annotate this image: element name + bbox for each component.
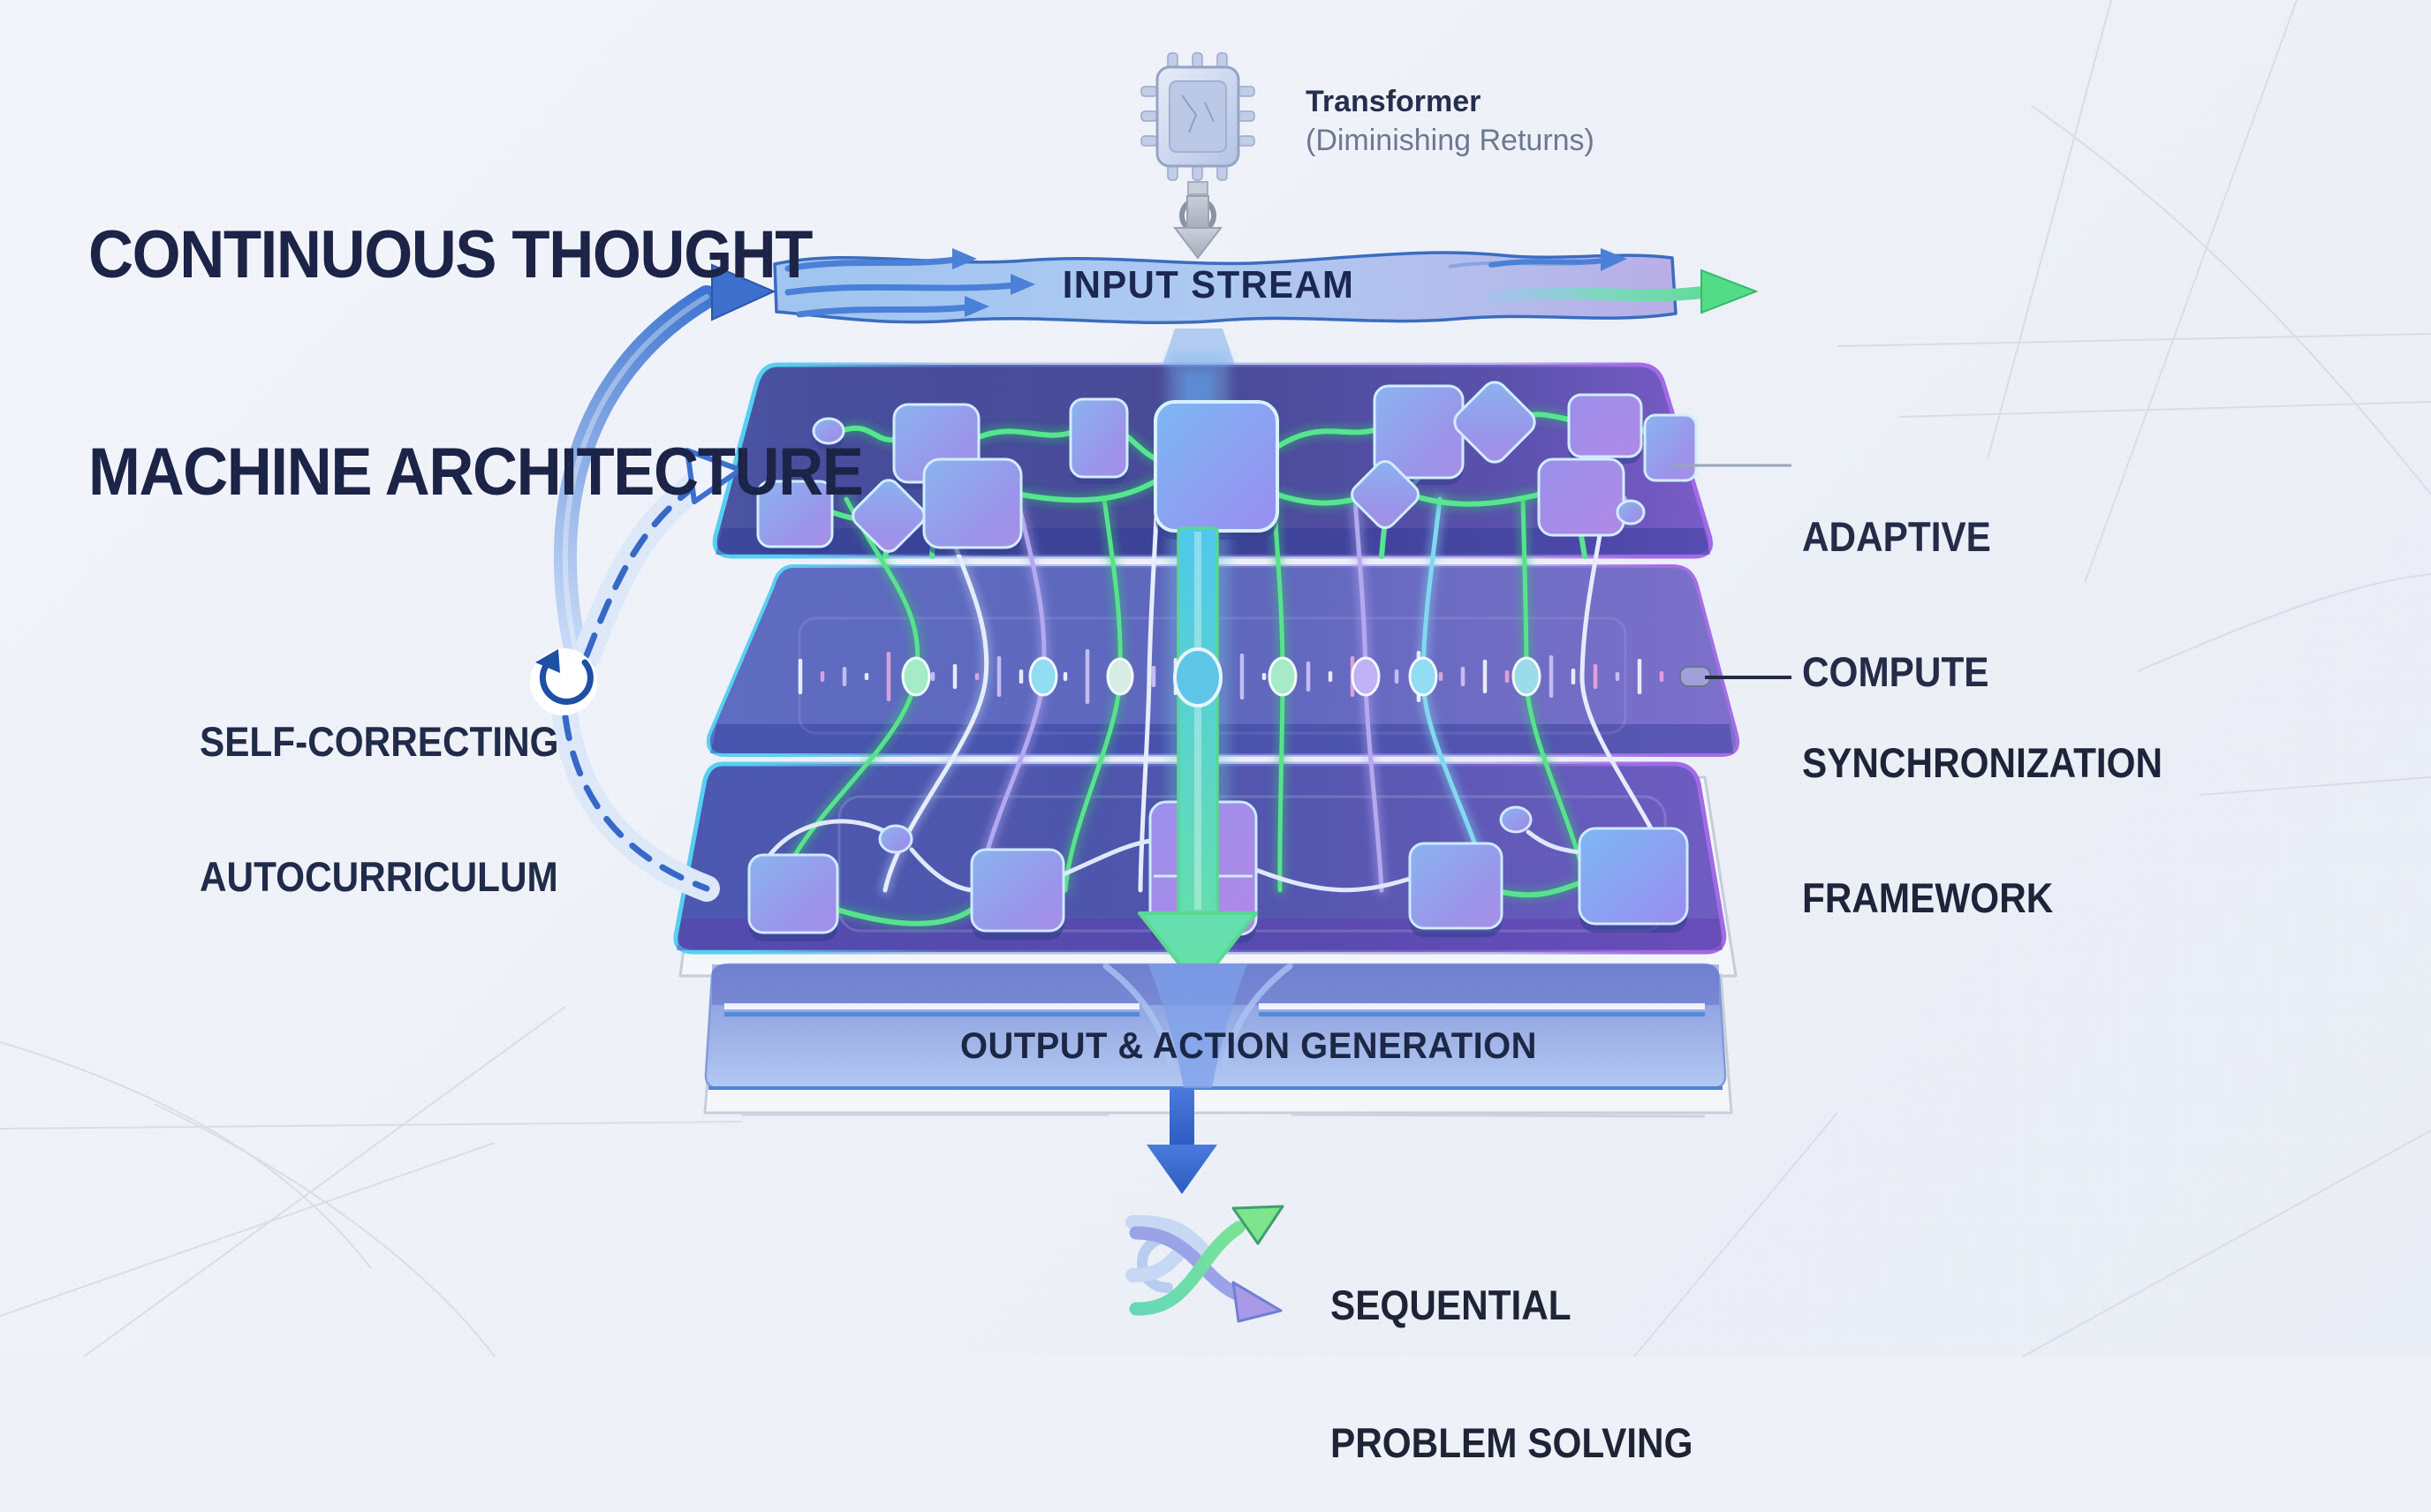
- feedback-loop: [530, 263, 776, 902]
- stream-flow-arrows: [784, 256, 1018, 318]
- refresh-icon: [530, 648, 597, 715]
- output-banner: OUTPUT & ACTION GENERATION: [960, 1024, 1537, 1066]
- shuffle-icon: [1125, 1205, 1284, 1323]
- input-stream-banner: INPUT STREAM: [1062, 263, 1355, 306]
- synchronization-waveform: [798, 649, 1664, 704]
- transformer-chip-icon: [1140, 52, 1255, 181]
- transformer-chip-group: [1140, 52, 1255, 260]
- dashed-feedback-arrow: [583, 480, 701, 659]
- transformer-note: (Diminishing Returns): [1306, 124, 1594, 157]
- adaptive-compute-graph: [756, 381, 1698, 559]
- feedback-arrowhead: [711, 263, 776, 321]
- page-title: CONTINUOUS THOUGHT MACHINE ARCHITECTURE: [88, 74, 864, 582]
- result-down-arrow: [1147, 1088, 1217, 1194]
- feedback-solid-arrow: [553, 285, 718, 663]
- diagram-art: [0, 0, 2431, 1357]
- diminishing-down-arrow-icon: [1172, 195, 1223, 260]
- title-line1: CONTINUOUS THOUGHT: [88, 217, 813, 293]
- dashed-arrowhead: [685, 448, 743, 504]
- input-stream-ribbon: [773, 248, 1759, 325]
- chip-connector-stub: [1187, 181, 1208, 195]
- synchronization-callout: SYNCHRONIZATION FRAMEWORK: [1802, 739, 2163, 921]
- transformer-label: Transformer: [1306, 85, 1481, 118]
- stream-exit-arrow: [1487, 286, 1709, 303]
- background-decor-lines: [0, 0, 2431, 1357]
- self-correcting-callout: SELF-CORRECTING AUTOCURRICULUM: [200, 718, 559, 900]
- waveform-beads: [901, 656, 1541, 697]
- compute-nodes: [756, 381, 1698, 555]
- title-line2: MACHINE ARCHITECTURE: [88, 435, 864, 510]
- adaptive-compute-callout: ADAPTIVE COMPUTE: [1802, 513, 1991, 695]
- output-action-panel: [704, 963, 1727, 1090]
- infographic-canvas: CONTINUOUS THOUGHT MACHINE ARCHITECTURE …: [0, 0, 2431, 1466]
- central-flow-arrow: [1138, 526, 1258, 989]
- callout-leaders: [1672, 464, 1791, 687]
- sequential-callout: SEQUENTIAL PROBLEM SOLVING: [1330, 1281, 1693, 1466]
